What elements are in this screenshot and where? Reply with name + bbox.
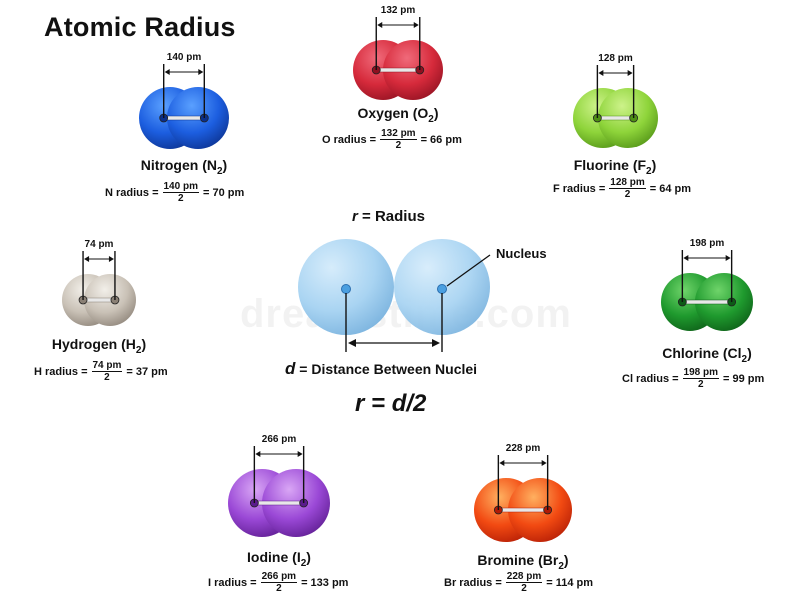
oxygen-distance-label: 132 pm [381, 5, 416, 16]
r-symbol: r [352, 208, 358, 225]
iodine-result: = 133 pm [301, 576, 349, 589]
hydrogen-result: = 37 pm [126, 365, 168, 378]
oxygen-bond [376, 67, 420, 73]
fluorine-arrowhead-right [627, 70, 633, 76]
oxygen-result: = 66 pm [420, 133, 462, 146]
fluorine-arrowhead-left [597, 70, 603, 76]
bromine-distance-label: 228 pm [506, 443, 541, 454]
bromine-bond [498, 507, 548, 513]
oxygen-equation-prefix: O radius = [322, 133, 377, 146]
center-diagram [298, 239, 491, 352]
bromine-equation-prefix: Br radius = [444, 576, 502, 589]
chlorine-molecule: 198 pm [661, 238, 753, 331]
radius-formula: r = d/2 [355, 390, 427, 417]
nitrogen-bond [164, 115, 204, 121]
iodine-bond [254, 500, 304, 506]
hydrogen-arrowhead-right [108, 256, 114, 262]
fluorine-result: = 64 pm [649, 182, 692, 195]
bromine-molecule: 228 pm [474, 443, 572, 542]
chlorine-distance-label: 198 pm [690, 238, 725, 249]
nitrogen-name: Nitrogen (N2) [140, 157, 228, 177]
bromine-result: = 114 pm [546, 576, 594, 589]
oxygen-molecule: 132 pm [353, 5, 443, 100]
bromine-arrowhead-right [541, 460, 547, 466]
bromine-name: Bromine (Br2) [477, 552, 569, 572]
hydrogen-name: Hydrogen (H2) [51, 336, 147, 356]
radius-label: = Radius [362, 208, 425, 225]
oxygen-arrowhead-left [377, 22, 383, 28]
d-symbol: d [285, 359, 296, 378]
bromine-arrowhead-left [499, 460, 505, 466]
nucleus-label: Nucleus [496, 246, 547, 261]
nitrogen-molecule: 140 pm [139, 52, 229, 149]
chlorine-name: Chlorine (Cl2) [662, 345, 752, 365]
left-nucleus [341, 284, 351, 294]
iodine-molecule: 266 pm [228, 434, 330, 537]
nitrogen-distance-label: 140 pm [167, 52, 202, 63]
oxygen-arrowhead-right [413, 22, 419, 28]
chlorine-arrowhead-right [725, 255, 731, 261]
hydrogen-arrowhead-left [84, 256, 90, 262]
iodine-distance-label: 266 pm [262, 434, 297, 445]
iodine-arrowhead-left [255, 451, 261, 457]
fluorine-distance-label: 128 pm [598, 53, 633, 64]
distance-legend: d = Distance Between Nuclei [285, 359, 477, 379]
hydrogen-bond [83, 297, 115, 303]
page-title: Atomic Radius [44, 12, 236, 42]
fluorine-equation-prefix: F radius = [553, 182, 606, 195]
distance-label: = Distance Between Nuclei [299, 361, 478, 377]
hydrogen-molecule: 74 pm [62, 239, 136, 326]
arrowhead-right [432, 339, 440, 347]
radius-legend: r = Radius [352, 208, 425, 225]
nitrogen-arrowhead-right [198, 69, 204, 75]
nitrogen-result: = 70 pm [202, 186, 245, 199]
fluorine-bond [597, 115, 633, 121]
right-nucleus [437, 284, 447, 294]
hydrogen-equation-prefix: H radius = [34, 365, 88, 378]
oxygen-name: Oxygen (O2) [357, 105, 439, 125]
arrowhead-left [348, 339, 356, 347]
iodine-name: Iodine (I2) [247, 549, 311, 569]
fluorine-molecule: 128 pm [572, 53, 658, 148]
chlorine-arrowhead-left [683, 255, 689, 261]
fluorine-name: Fluorine (F2) [573, 157, 657, 177]
chlorine-bond [682, 299, 732, 305]
nitrogen-equation-prefix: N radius = [105, 186, 159, 199]
iodine-equation-prefix: I radius = [208, 576, 257, 589]
hydrogen-distance-label: 74 pm [85, 239, 114, 250]
nucleus-pointer [446, 254, 491, 287]
chlorine-result: = 99 pm [723, 372, 765, 385]
nitrogen-arrowhead-left [164, 69, 170, 75]
iodine-arrowhead-right [297, 451, 303, 457]
chlorine-equation-prefix: Cl radius = [622, 372, 679, 385]
